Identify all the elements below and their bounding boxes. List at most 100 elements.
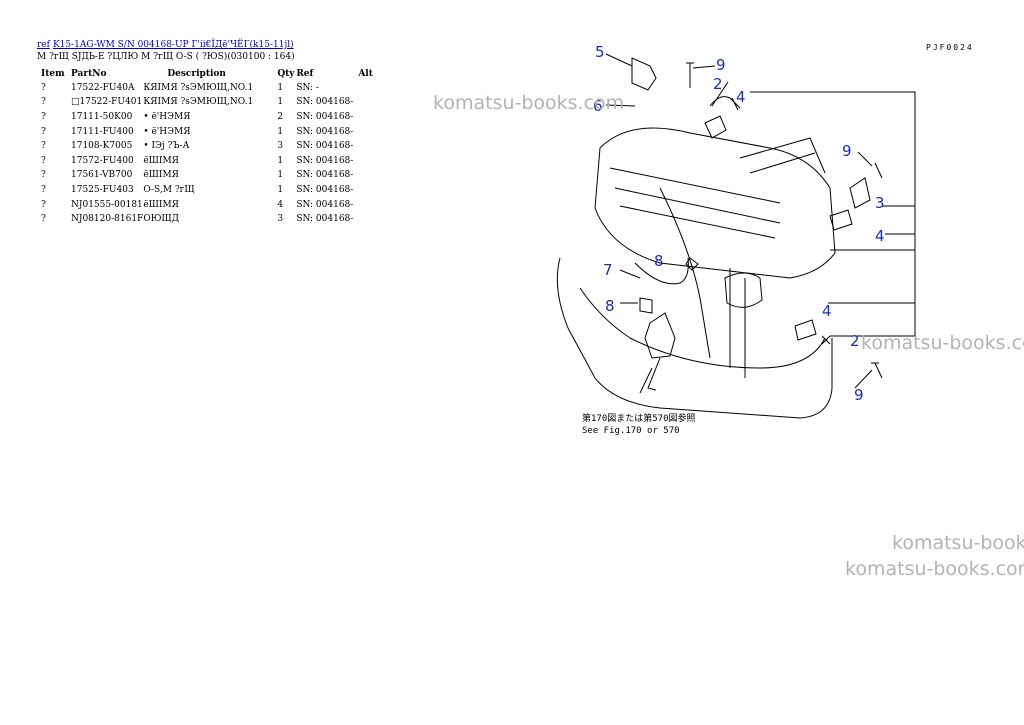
watermark: komatsu-books.com xyxy=(433,92,625,114)
cell-description: КЯIМЯ ?sЭМЮЩ,NO.1 xyxy=(143,82,254,93)
engine-diagram: 5 9 2 4 6 9 3 1 4 8 7 8 4 2 9 第170図または第5… xyxy=(556,43,916,436)
clamp-8 xyxy=(639,297,653,314)
cell-qty: 3 xyxy=(277,214,284,225)
pipe-lines xyxy=(659,187,746,378)
bolt-9c xyxy=(874,162,883,179)
callout-6: 6 xyxy=(593,97,603,115)
ref-link[interactable]: ref xyxy=(37,40,50,50)
cell-qty: 1 xyxy=(277,97,284,108)
callout-4-right: 4 xyxy=(875,227,885,245)
cell-qty: 1 xyxy=(277,170,284,181)
cell-qty: 3 xyxy=(277,141,284,152)
cell-alt xyxy=(358,125,388,140)
block-outline xyxy=(556,257,833,419)
hose-4 xyxy=(704,115,727,139)
cell-item: ? xyxy=(41,111,46,122)
table-row: ? 17525-FU403 O-S,М ?гЩ 1 SN: 004168- xyxy=(37,183,388,198)
pipe-2 xyxy=(709,96,741,109)
bolt-9 xyxy=(686,62,694,88)
cell-ref: SN: 004168- xyxy=(296,111,354,122)
watermark: komatsu-books.com xyxy=(861,332,1024,354)
cell-qty: 1 xyxy=(277,126,284,137)
see-note-jp: 第170図または第570図参照 xyxy=(582,412,696,424)
cell-item: ? xyxy=(41,141,46,152)
callout-2: 2 xyxy=(713,75,723,93)
hose-4b xyxy=(829,209,853,231)
pipe-2b xyxy=(821,335,831,345)
head-outline xyxy=(594,127,836,279)
cell-description: O-S,М ?гЩ xyxy=(143,184,195,195)
callout-3: 3 xyxy=(875,194,885,212)
cell-description: • ё'НЭМЯ xyxy=(143,111,191,122)
cell-alt xyxy=(358,183,388,198)
parts-table: Item PartNo Description Qty Ref Alt ?175… xyxy=(37,67,388,227)
col-alt-header: Alt xyxy=(358,68,373,79)
bracket-3 xyxy=(849,177,871,209)
leaders-bottom xyxy=(619,269,873,389)
see-note-en: See Fig.170 or 570 xyxy=(582,426,680,436)
cell-description: ёШIМЯ xyxy=(143,199,179,210)
cell-ref: SN: 004168- xyxy=(296,126,354,137)
cell-item: ? xyxy=(41,214,46,225)
callout-4: 4 xyxy=(736,88,746,106)
bracket-5 xyxy=(631,57,657,91)
cell-description: • ё'НЭМЯ xyxy=(143,126,191,137)
col-ref-header: Ref xyxy=(296,68,314,79)
bolt-9b xyxy=(871,362,883,379)
cell-alt xyxy=(358,110,388,125)
callout-9: 9 xyxy=(716,56,726,74)
cell-alt xyxy=(358,81,388,96)
watermark: komatsu-books.com xyxy=(845,558,1024,580)
cell-partno: 17522-FU40A xyxy=(71,82,135,93)
cell-item: ? xyxy=(41,126,46,137)
col-partno-header: PartNo xyxy=(71,68,107,79)
cell-alt xyxy=(358,198,388,213)
cell-qty: 1 xyxy=(277,184,284,195)
cell-ref: SN: 004168- xyxy=(296,141,354,152)
cell-qty: 2 xyxy=(277,111,284,122)
cell-partno: □17522-FU401 xyxy=(71,97,143,108)
cell-partno: 17561-VB700 xyxy=(71,170,133,181)
watermark: komatsu-books.com xyxy=(892,532,1024,554)
cell-alt xyxy=(358,212,388,227)
cell-partno: 17111-50K00 xyxy=(71,111,133,122)
col-description-header: Description xyxy=(167,68,226,79)
cell-qty: 1 xyxy=(277,82,284,93)
cell-ref: SN: 004168- xyxy=(296,155,354,166)
cell-item: ? xyxy=(41,97,46,108)
cell-description: ОЮЩД xyxy=(143,214,180,225)
cell-ref: SN: 004168- xyxy=(296,97,354,108)
cell-alt xyxy=(358,154,388,169)
cell-partno: NJ01555-00181 xyxy=(71,199,143,210)
cell-item: ? xyxy=(41,82,46,93)
cell-alt xyxy=(358,96,388,111)
clamp-8b xyxy=(685,257,699,271)
leaders-top xyxy=(605,53,873,167)
model-link[interactable]: K15-1AG-WM S/N 004168-UP Г'іі€ЇДё'ЧЁГ(k1… xyxy=(52,40,294,50)
group-brackets xyxy=(750,91,916,337)
cell-description: ёШIМЯ xyxy=(143,155,179,166)
cell-partno: 17525-FU403 xyxy=(71,184,134,195)
cell-ref: SN: 004168- xyxy=(296,199,354,210)
hose-4c xyxy=(794,319,817,341)
cell-partno: 17572-FU400 xyxy=(71,155,134,166)
cell-description: КЯIМЯ ?sЭМЮЩ,NO.1 xyxy=(143,97,254,108)
callout-7: 7 xyxy=(603,261,613,279)
cell-item: ? xyxy=(41,184,46,195)
pump-stem xyxy=(647,357,661,391)
head-ribs xyxy=(609,167,781,239)
cell-partno: 17111-FU400 xyxy=(71,126,134,137)
callout-8-lower: 8 xyxy=(605,297,615,315)
water-pump xyxy=(644,312,676,359)
cell-partno: NJ08120-8161F xyxy=(71,214,144,225)
cell-ref: SN: 004168- xyxy=(296,184,354,195)
callout-8: 8 xyxy=(654,252,664,270)
pan-line xyxy=(579,287,826,369)
figure-code: PJF0024 xyxy=(926,43,974,52)
